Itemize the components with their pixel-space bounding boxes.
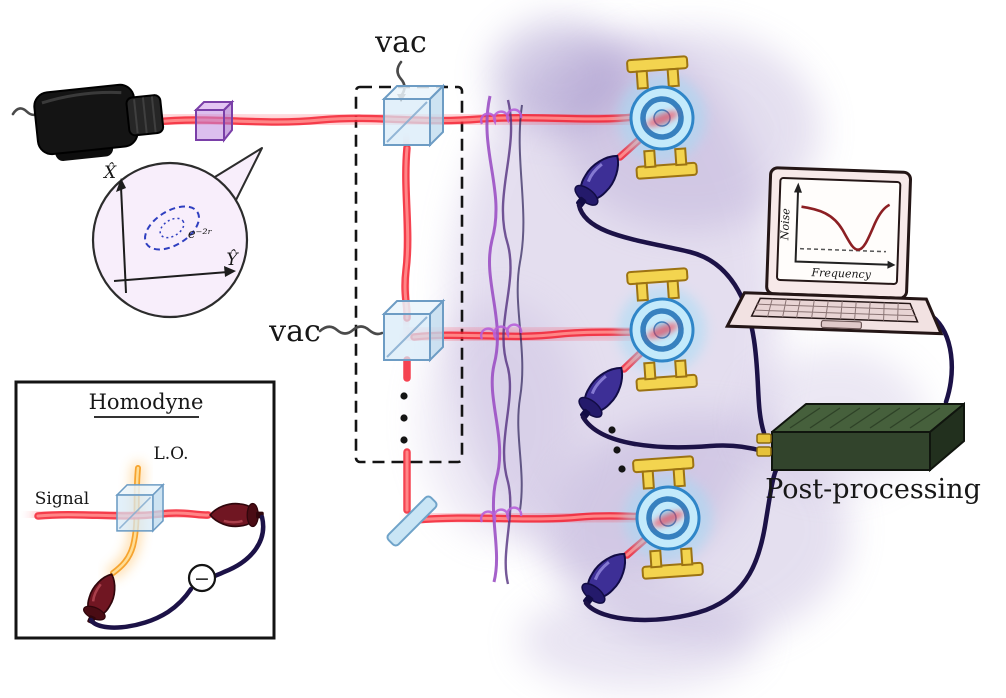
homodyne-inset: Homodyne Signal L.O. − xyxy=(14,380,276,640)
signal-label: Signal xyxy=(35,489,90,509)
daq-connector-2 xyxy=(756,446,772,457)
phase-space-horizontal-axis xyxy=(113,271,229,282)
fiber-coil-2 xyxy=(479,323,523,341)
squeezed-state-bubble: X̂ Ŷ e⁻²ʳ xyxy=(91,147,263,319)
vacuum-input-mid xyxy=(318,325,384,336)
plot-ylabel: Noise xyxy=(778,207,792,241)
laser-source xyxy=(11,83,165,161)
ellipsis-splitters xyxy=(400,392,408,444)
shot-noise-reference-line xyxy=(799,247,886,253)
post-processing-label: Post-processing xyxy=(765,474,981,505)
daq-connector-1 xyxy=(756,433,772,444)
fiber-coil-1 xyxy=(479,108,523,126)
laptop-screen xyxy=(776,177,902,285)
daq-box xyxy=(756,401,965,473)
phase-space-x-label: X̂ xyxy=(102,163,117,183)
noise-dip-curve xyxy=(801,203,891,251)
fiber-bundle xyxy=(479,95,525,585)
subtraction-node xyxy=(187,563,217,593)
fiber-coil-3 xyxy=(479,506,523,524)
beamsplitter-1 xyxy=(383,85,444,146)
daq-front-panel xyxy=(771,431,931,471)
vac-label-top: vac xyxy=(374,25,427,60)
minus-sign: − xyxy=(194,568,210,590)
homodyne-title: Homodyne xyxy=(89,390,204,414)
lo-label: L.O. xyxy=(153,444,188,464)
steering-mirror xyxy=(386,495,438,547)
laptop-touchpad xyxy=(820,319,863,330)
phase-space-vertical-axis xyxy=(120,186,127,294)
squeezing-ellipse xyxy=(144,205,200,251)
homodyne-beamsplitter xyxy=(116,484,164,532)
beamsplitter-2 xyxy=(383,300,444,361)
squeezing-factor-label: e⁻²ʳ xyxy=(188,227,213,242)
ellipsis-resonators xyxy=(608,426,626,473)
laptop: Noise Frequency xyxy=(724,166,944,336)
vacuum-circle xyxy=(159,217,185,239)
vac-label-mid: vac xyxy=(268,314,321,349)
modulator-cube xyxy=(193,99,235,143)
plot-xlabel: Frequency xyxy=(810,266,872,281)
detector-wires xyxy=(576,202,954,623)
phase-space-y-label: Ŷ xyxy=(226,249,239,270)
